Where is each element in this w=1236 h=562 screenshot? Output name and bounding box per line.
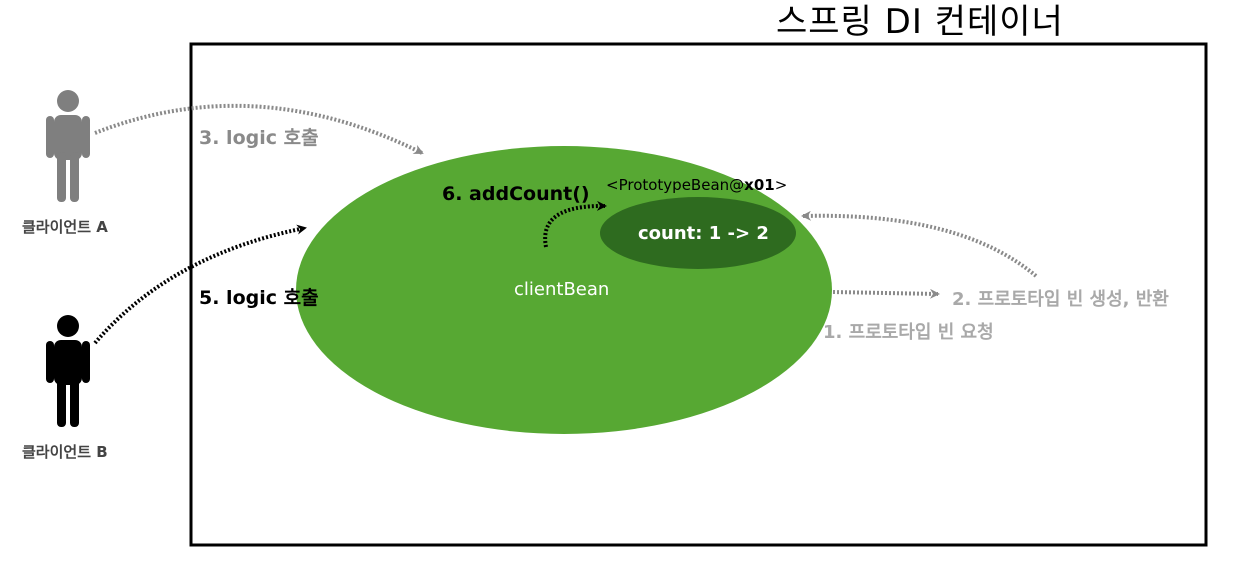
arrow-add-count (543, 200, 607, 248)
step-create-return-label: 2. 프로토타입 빈 생성, 반환 (952, 289, 1169, 310)
prototype-bean-count: count: 1 -> 2 (638, 223, 769, 244)
step-request-label: 1. 프로토타입 빈 요청 (823, 322, 994, 343)
step-add-count-label: 6. addCount() (442, 183, 590, 205)
step-call-a-label: 3. logic 호출 (199, 127, 319, 149)
prototype-bean-name-suffix: > (774, 176, 788, 194)
client-b-label: 클라이언트 B (22, 443, 108, 461)
prototype-bean-name: <PrototypeBean@x01> (606, 176, 787, 194)
container-title: 스프링 DI 컨테이너 (776, 2, 1064, 42)
container-border (189, 42, 1208, 547)
person-icon-client-a (46, 90, 90, 202)
person-icon-client-b (46, 315, 90, 427)
prototype-bean-name-prefix: <PrototypeBean@ (606, 176, 745, 194)
prototype-bean-name-id: x01 (744, 176, 775, 194)
step-call-b-label: 5. logic 호출 (199, 287, 319, 309)
arrow-call-b (93, 224, 307, 345)
client-a-label: 클라이언트 A (22, 218, 108, 236)
arrow-create-return (801, 210, 1038, 278)
client-bean-label: clientBean (514, 279, 610, 300)
prototype-bean-ellipse (600, 197, 796, 269)
arrow-call-a (94, 103, 424, 155)
arrow-request (832, 288, 940, 299)
